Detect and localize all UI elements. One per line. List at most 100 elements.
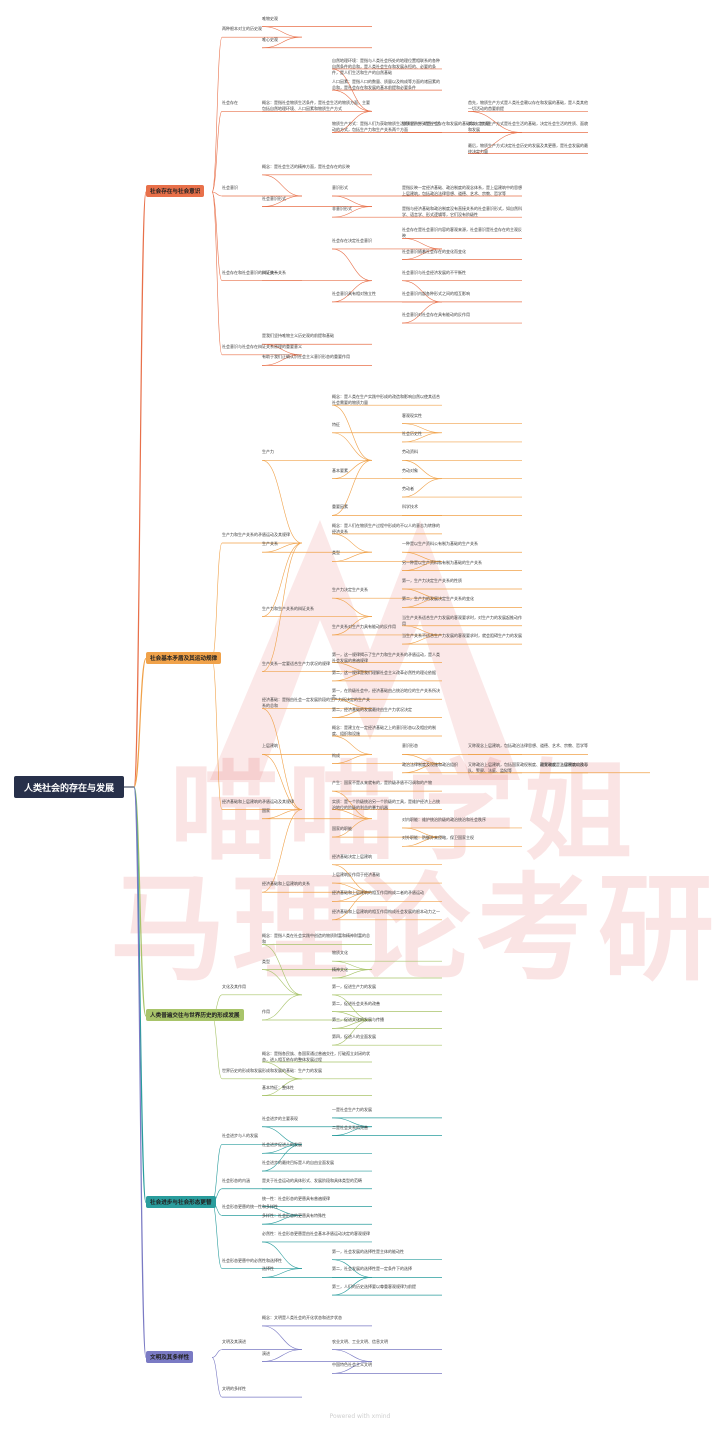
- topic-node[interactable]: 社会进步促进人的发展: [262, 1142, 302, 1148]
- topic-node[interactable]: 概念：是建立在一定经济基础之上的意识形态以及相应的制度、组织和设施: [332, 725, 436, 737]
- topic-node[interactable]: 社会意识内部各种形式之间的相互影响: [402, 290, 470, 296]
- topic-node[interactable]: 当生产关系适合生产力发展的客观要求时，对生产力的发展起推动作用: [402, 614, 522, 626]
- topic-node[interactable]: 基本要素: [332, 467, 348, 473]
- topic-node[interactable]: 第二，促进社会关系的改善: [332, 1000, 380, 1006]
- topic-node[interactable]: 演进: [262, 1350, 270, 1356]
- topic-node[interactable]: 是指反映一定经济基础、政治制度的观念体系，是上层建筑中的思想上层建筑，包括政治法…: [402, 185, 522, 196]
- topic-node[interactable]: 类型: [262, 958, 270, 964]
- topic-node[interactable]: 社会意识: [222, 185, 238, 190]
- topic-node[interactable]: 意识形式: [332, 185, 348, 190]
- topic-node[interactable]: 国家: [262, 807, 270, 813]
- topic-node[interactable]: 文化及其作用: [222, 983, 246, 989]
- topic-node[interactable]: 第二，生产力的发展决定生产关系的变化: [402, 596, 474, 602]
- topic-node[interactable]: 又称政治上层建筑，包括国家政权制度、政党制度、法律制度以及军队、警察、法庭、监狱…: [468, 761, 588, 773]
- topic-node[interactable]: 人口因素：是指人口的数量、质量以及构成等方面的诸因素的总和，是社会存在和发展的基…: [332, 79, 440, 91]
- topic-node[interactable]: 中国特色社会主义文明: [332, 1362, 372, 1368]
- topic-node[interactable]: 上层建筑: [262, 743, 278, 749]
- topic-node[interactable]: 精神文化: [332, 967, 348, 972]
- topic-node[interactable]: 社会意识与社会经济发展的不平衡性: [402, 269, 466, 275]
- topic-node[interactable]: 对内职能：维护统治阶级的政治统治和社会秩序: [402, 816, 486, 822]
- topic-node[interactable]: 经济基础：是指由社会一定发展阶段的生产力所决定的生产关系的总和: [262, 697, 370, 709]
- topic-node[interactable]: 物质生产方式是社会存在和发展的基础和决定力量: [402, 121, 490, 127]
- topic-node[interactable]: 上层建筑反作用于经济基础: [332, 872, 380, 878]
- topic-node[interactable]: 多样性：社会形态的更替具有特殊性: [262, 1213, 326, 1219]
- topic-node[interactable]: 概念：是人类在生产实践中形成的改造和影响自然以使其适合社会需要的物质力量: [332, 394, 440, 406]
- topic-node[interactable]: 第三，促进文化的发展与传播: [332, 1017, 384, 1023]
- topic-node[interactable]: 政治法律制度及设施和政治组织: [402, 761, 458, 767]
- topic-node[interactable]: 经济基础和上层建筑的相互作用构成二者的矛盾运动: [332, 890, 424, 896]
- topic-node[interactable]: 统一性：社会形态的更替具有普遍规律: [262, 1195, 330, 1201]
- topic-node[interactable]: 重要因素: [332, 504, 348, 510]
- topic-node[interactable]: 客观现实性: [402, 412, 422, 418]
- topic-node[interactable]: 文明的多样性: [222, 1386, 246, 1392]
- topic-node[interactable]: 社会进步的主要表现: [262, 1115, 298, 1121]
- topic-node[interactable]: 两种根本对立的历史观: [222, 26, 262, 32]
- topic-node[interactable]: 必然性：社会形态更替是由社会基本矛盾运动决定的客观规律: [262, 1230, 370, 1236]
- topic-node[interactable]: 社会存在和社会意识的辩证关系: [222, 269, 278, 275]
- topic-node[interactable]: 生产关系一定要适合生产力状况的规律: [262, 660, 330, 666]
- topic-node[interactable]: 一种是以生产资料公有制为基础的生产关系: [402, 541, 478, 547]
- topic-node[interactable]: 经济基础和上层建筑的关系: [262, 881, 310, 887]
- topic-node[interactable]: 又称观念上层建筑，包括政治法律思想、道德、艺术、宗教、哲学等: [468, 743, 588, 749]
- topic-node[interactable]: 第一，促进生产力的发展: [332, 983, 376, 989]
- topic-node[interactable]: 社会形态的内涵: [222, 1177, 250, 1183]
- topic-node[interactable]: 社会历史性: [402, 430, 422, 436]
- topic-node[interactable]: 世界历史的形成和发展: [222, 1067, 262, 1073]
- topic-node[interactable]: 物质生产方式：是指人们为获取物质生活资料而进行的生产活动的方式，包括生产力和生产…: [332, 121, 440, 133]
- topic-node[interactable]: 社会存在是社会意识内容的客观来源，社会意识是社会存在的主观反映: [402, 227, 522, 239]
- root-topic[interactable]: 人类社会的存在与发展: [14, 776, 124, 798]
- topic-node[interactable]: 生产力和生产关系的矛盾运动及其规律: [222, 532, 290, 538]
- topic-node[interactable]: 最后，物质生产方式决定社会历史的发展及其更替，是社会发展的最终决定力量: [468, 142, 588, 154]
- topic-node[interactable]: 唯物史观: [262, 15, 278, 21]
- topic-node[interactable]: 产生：国家不是从来就有的，是阶级矛盾不可调和的产物: [332, 780, 432, 786]
- topic-node[interactable]: 第一，这一规律揭示了生产力和生产关系的矛盾运动，是人类社会发展的普遍规律: [332, 651, 440, 663]
- topic-node[interactable]: 辩证统一关系: [262, 269, 286, 275]
- topic-node[interactable]: 第二，这一规律是我们理解社会主义改革必然性的理论依据: [332, 669, 436, 675]
- topic-node[interactable]: 概念：是指人类在社会实践中创造的物质财富和精神财富的总和: [262, 933, 370, 945]
- topic-node[interactable]: 概念：是社会生活的精神方面，是社会存在的反映: [262, 163, 350, 169]
- topic-node[interactable]: 物质文化: [332, 950, 348, 956]
- topic-node[interactable]: 经济基础决定上层建筑: [332, 853, 372, 859]
- main-branch-1[interactable]: 社会存在与社会意识: [146, 185, 205, 197]
- topic-node[interactable]: 经济基础和上层建筑的矛盾运动及其规律: [222, 798, 294, 804]
- topic-node[interactable]: 概念：文明是人类社会的开化状态和进步状态: [262, 1314, 342, 1320]
- topic-node[interactable]: 社会存在决定社会意识: [332, 237, 372, 243]
- topic-node[interactable]: 是我们坚持唯物主义历史观的前提和基础: [262, 333, 334, 339]
- main-branch-5[interactable]: 文明及其多样性: [146, 1350, 194, 1363]
- topic-node[interactable]: 第一，社会发展的选择性是主体的能动性: [332, 1248, 404, 1254]
- topic-node[interactable]: 社会进步与人的发展: [222, 1133, 258, 1139]
- topic-node[interactable]: 第二，社会发展的选择性是一定条件下的选择: [332, 1266, 412, 1272]
- topic-node[interactable]: 首先，物质生产方式是人类社会赖以存在和发展的基础，是人类其他一切活动的首要前提: [468, 100, 588, 112]
- topic-node[interactable]: 第一，生产力决定生产关系的性质: [402, 577, 462, 583]
- topic-node[interactable]: 劳动对象: [402, 467, 418, 473]
- topic-node[interactable]: 有助于我们正确认识社会主义意识形态的重要作用: [262, 354, 350, 360]
- topic-node[interactable]: 劳动资料: [402, 449, 418, 455]
- topic-node[interactable]: 经济基础和上层建筑的相互作用构成社会发展的根本动力之一: [332, 908, 440, 914]
- topic-node[interactable]: 生产关系对生产力具有能动的反作用: [332, 623, 396, 629]
- topic-node[interactable]: 一是社会生产力的发展: [332, 1106, 372, 1112]
- topic-node[interactable]: 社会意识具有相对独立性: [332, 290, 376, 296]
- topic-node[interactable]: 社会形态更替的统一性和多样性: [222, 1204, 278, 1210]
- topic-node[interactable]: 另一种是以生产资料私有制为基础的生产关系: [402, 559, 482, 565]
- main-branch-2[interactable]: 社会基本矛盾及其运动规律: [146, 651, 222, 664]
- topic-node[interactable]: 社会存在: [222, 100, 238, 106]
- topic-node[interactable]: 第三，人们的历史选择要以尊重客观规律为前提: [332, 1284, 416, 1290]
- topic-node[interactable]: 国家的职能: [332, 826, 352, 832]
- topic-node[interactable]: 概念：是指社会物质生活条件，是社会生活的物质方面，主要包括自然地理环境、人口因素…: [262, 100, 370, 112]
- topic-node[interactable]: 生产力决定生产关系: [332, 587, 368, 593]
- topic-node[interactable]: 国家政权是上层建筑的核心: [540, 761, 588, 767]
- topic-node[interactable]: 对外职能：防御外来侵略，保卫国家主权: [402, 835, 474, 841]
- topic-node[interactable]: 社会意识随着社会存在的变化而变化: [402, 248, 466, 254]
- topic-node[interactable]: 生产关系: [262, 541, 278, 547]
- topic-node[interactable]: 农业文明、工业文明、信息文明: [332, 1338, 388, 1344]
- topic-node[interactable]: 社会意识与社会存在辩证关系原理的重要意义: [222, 343, 302, 349]
- topic-node[interactable]: 唯心史观: [262, 36, 278, 42]
- topic-node[interactable]: 概念：是人们在物质生产过程中形成的不以人的意志为转移的经济关系: [332, 522, 440, 534]
- topic-node[interactable]: 基本特征：整体性: [262, 1084, 294, 1090]
- topic-node[interactable]: 二是社会关系的完善: [332, 1124, 368, 1130]
- topic-node[interactable]: 概念：是指各民族、各国家通过普遍交往，打破孤立封闭的状态，进入相互依存的整体发展…: [262, 1051, 370, 1062]
- topic-node[interactable]: 实质：是一个阶级统治另一个阶级的工具，是维护经济上占统治地位的阶级的利益的暴力机…: [332, 798, 440, 810]
- topic-node[interactable]: 意识形态: [402, 743, 418, 749]
- main-branch-4[interactable]: 社会进步与社会形态更替: [146, 1195, 216, 1208]
- topic-node[interactable]: 社会意识形式: [262, 195, 286, 201]
